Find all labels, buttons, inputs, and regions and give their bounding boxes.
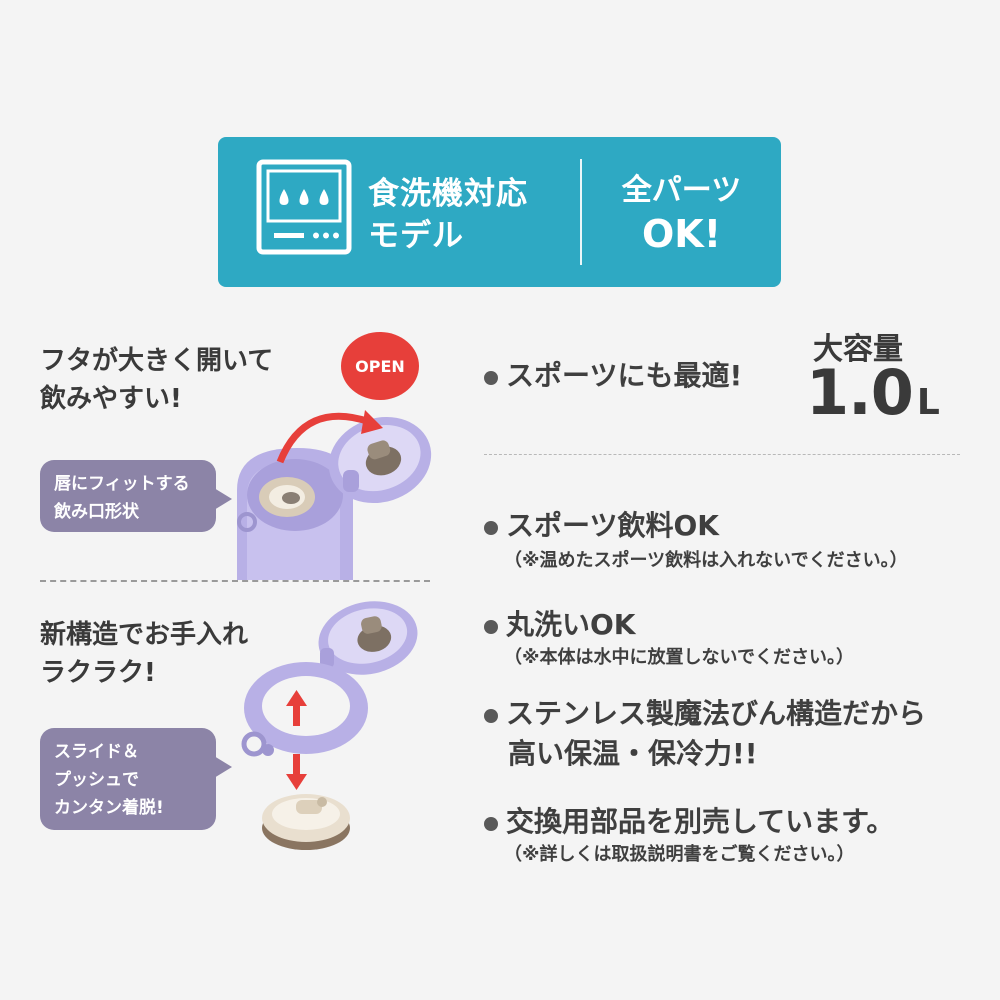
heading1-line2: 飲みやすい! — [40, 384, 182, 414]
callout-lip-fit: 唇にフィットする 飲み口形状 — [40, 460, 232, 532]
bullet-dot — [484, 370, 498, 385]
banner-main-text: 食洗機対応 モデル — [368, 173, 528, 257]
heading1-line1: フタが大きく開いて — [40, 346, 274, 376]
banner-right-line1: 全パーツ — [621, 173, 742, 208]
bottle-open-illustration — [237, 410, 432, 580]
capacity-unit: L — [916, 382, 940, 423]
feature-washable-text: 丸洗いOK — [506, 608, 636, 641]
heading-easy-cleaning: 新構造でお手入れ ラクラク! — [40, 616, 248, 692]
right-separator — [484, 454, 960, 455]
banner-right-text: 全パーツ OK! — [582, 171, 781, 257]
heading2-line1: 新構造でお手入れ — [40, 620, 249, 650]
bubble1-line1: 唇にフィットする — [54, 474, 190, 494]
feature-replacement-parts: 交換用部品を別売しています。 — [484, 802, 894, 842]
bullet-dot — [484, 619, 498, 634]
feature-sports-drink-note: （※温めたスポーツ飲料は入れないでください。） — [504, 550, 908, 571]
bullet-dot — [484, 708, 498, 723]
heading-wide-opening: フタが大きく開いて 飲みやすい! — [40, 342, 273, 418]
feature-washable: 丸洗いOK — [484, 605, 636, 645]
open-badge-label: OPEN — [355, 356, 405, 376]
bubble2-line2: プッシュで — [54, 770, 139, 790]
feature-sports-drink-text: スポーツ飲料OK — [506, 509, 719, 542]
feature-replacement-parts-note: （※詳しくは取扱説明書をご覧ください。） — [504, 844, 855, 865]
banner-main-line1: 食洗機対応 — [368, 176, 528, 212]
capacity-number: 1.0 — [806, 356, 914, 429]
feature-sports-text: スポーツにも最適! — [506, 359, 743, 392]
feature-washable-note: （※本体は水中に放置しないでください。） — [504, 647, 854, 668]
section-divider — [40, 580, 430, 582]
feature-insulation-text2: 高い保温・保冷力!! — [508, 737, 758, 770]
banner-right-line2: OK! — [641, 212, 722, 256]
banner-main-line2: モデル — [368, 218, 464, 254]
feature-sports-drink: スポーツ飲料OK — [484, 506, 719, 546]
feature-insulation-text: ステンレス製魔法びん構造だから — [506, 697, 927, 730]
feature-insulation-line2: 高い保温・保冷力!! — [508, 734, 758, 774]
bullet-dot — [484, 520, 498, 535]
bubble2-line1: スライド＆ — [54, 742, 139, 762]
heading2-line2: ラクラク! — [40, 658, 156, 688]
callout-slide-push: スライド＆ プッシュで カンタン着脱! — [40, 728, 232, 830]
detachable-parts-illustration — [241, 601, 418, 850]
dishwasher-icon — [256, 159, 352, 255]
open-badge: OPEN — [341, 332, 419, 400]
banner-divider — [580, 159, 582, 265]
bullet-dot — [484, 816, 498, 831]
bubble2-line3: カンタン着脱! — [54, 798, 164, 818]
dishwasher-banner: 食洗機対応 モデル 全パーツ OK! — [218, 137, 781, 287]
feature-insulation: ステンレス製魔法びん構造だから — [484, 694, 926, 734]
feature-replacement-parts-text: 交換用部品を別売しています。 — [506, 805, 895, 838]
bubble1-line2: 飲み口形状 — [54, 502, 139, 522]
capacity-label: 大容量 — [813, 332, 903, 367]
feature-sports: スポーツにも最適! — [484, 356, 742, 396]
